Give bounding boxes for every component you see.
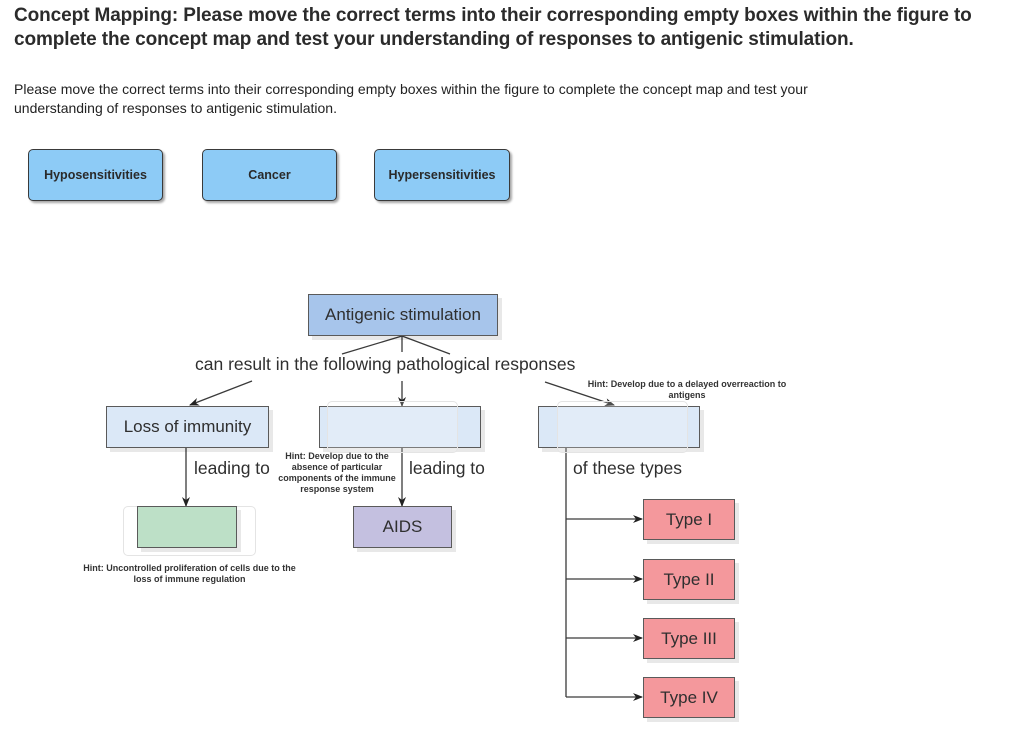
type-1-node: Type I <box>643 499 735 540</box>
line-root-left <box>341 335 403 355</box>
middle-link-text: leading to <box>409 458 485 478</box>
left-child-dropzone[interactable] <box>137 506 237 548</box>
hint-left-child: Hint: Uncontrolled proliferation of cell… <box>83 563 296 584</box>
aids-node: AIDS <box>353 506 452 548</box>
right-dropzone-outline[interactable] <box>557 401 688 453</box>
type-2-node: Type II <box>643 559 735 600</box>
middle-dropzone[interactable] <box>319 406 481 448</box>
arrow-to-loss-of-immunity <box>189 380 253 406</box>
middle-dropzone-outline[interactable] <box>327 401 458 453</box>
root-node: Antigenic stimulation <box>308 294 498 336</box>
line-root-right <box>401 335 451 355</box>
type-4-node: Type IV <box>643 677 735 718</box>
page-title: Concept Mapping: Please move the correct… <box>14 5 972 50</box>
hint-middle: Hint: Develop due to the absence of part… <box>278 451 396 494</box>
right-link-text: of these types <box>573 458 682 478</box>
term-cancer[interactable]: Cancer <box>202 149 337 201</box>
left-link-text: leading to <box>194 458 270 478</box>
loss-of-immunity-node: Loss of immunity <box>106 406 269 448</box>
term-hyposensitivities[interactable]: Hyposensitivities <box>28 149 163 201</box>
term-hypersensitivities[interactable]: Hypersensitivities <box>374 149 510 201</box>
type-3-node: Type III <box>643 618 735 659</box>
hint-right: Hint: Develop due to a delayed overreact… <box>587 379 787 400</box>
right-dropzone[interactable] <box>538 406 700 448</box>
root-link-text: can result in the following pathological… <box>195 354 576 374</box>
instructions-text: Please move the correct terms into their… <box>14 81 808 116</box>
